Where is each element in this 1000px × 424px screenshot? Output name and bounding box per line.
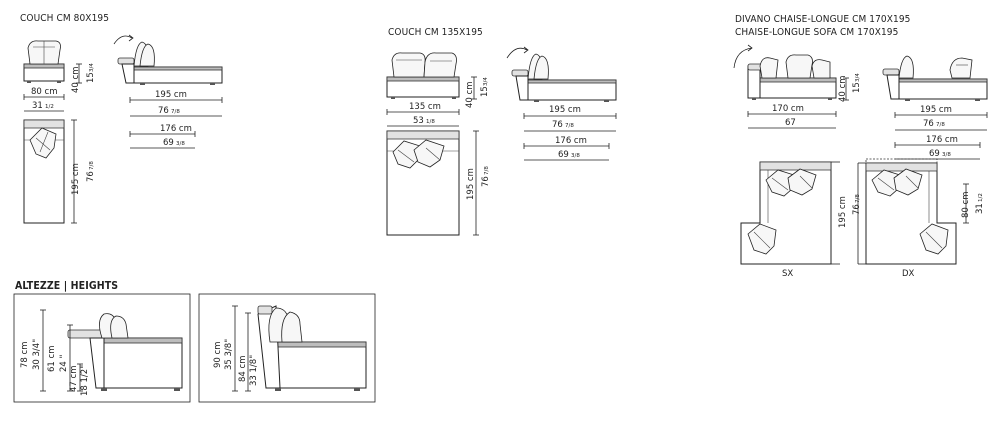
heights-left-back-cm: 61 cm [47, 346, 57, 372]
couch-80-side-length-cm: 195 cm [155, 90, 187, 100]
couch-135-plan-length-in-frac: 7/8 [484, 166, 490, 175]
couch-135-side-length-cm: 195 cm [549, 105, 581, 115]
chaise-plan-view-dx [857, 158, 969, 265]
couch-135-front-height-in-frac: 3/4 [483, 77, 489, 86]
chaise-plan-depth-cm: 80 cm [961, 192, 971, 218]
chaise-plan-length-in: 76 [852, 204, 862, 215]
chaise-plan-label-sx: SX [782, 269, 793, 279]
chaise-front-width-in: 67 [785, 118, 796, 128]
couch-135-side-view [506, 46, 617, 161]
heights-left-seat-in: 18 1/2" [80, 365, 90, 396]
title-chaise-en: CHAISE-LONGUE SOFA CM 170X195 [735, 27, 899, 38]
title-couch-135: COUCH CM 135X195 [388, 27, 483, 38]
couch-135-side-length-in-frac: 7/8 [565, 123, 574, 129]
heights-right-total-cm: 90 cm [213, 342, 223, 368]
couch-135-side-total-in-frac: 3/8 [571, 153, 580, 159]
couch-80-side-length-in: 76 [158, 106, 169, 116]
couch-80-side-total-in-frac: 3/8 [176, 141, 185, 147]
couch-80-side-view [113, 34, 223, 149]
title-heights: ALTEZZE | HEIGHTS [15, 280, 119, 292]
couch-80-side-total-cm: 176 cm [160, 124, 192, 134]
chaise-plan-depth-in-frac: 1/2 [978, 193, 984, 202]
couch-80-front-height-in-frac: 3/4 [89, 63, 95, 72]
heights-left-panel [13, 293, 191, 403]
title-chaise-it: DIVANO CHAISE-LONGUE CM 170X195 [735, 14, 911, 25]
couch-80-plan-length-in: 76 [86, 171, 96, 182]
couch-135-front-width-in: 53 [413, 116, 424, 126]
heights-right-total-in: 35 3/8" [224, 339, 234, 370]
heights-right-back-in: 33 1/8" [249, 355, 259, 386]
heights-right-back-cm: 84 cm [238, 356, 248, 382]
couch-80-front-width-in: 31 [32, 101, 43, 111]
chaise-plan-label-dx: DX [902, 269, 915, 279]
couch-135-front-width-in-frac: 1/8 [426, 119, 435, 125]
couch-135-front-height-cm: 40 cm [465, 82, 475, 108]
couch-135-front-width-cm: 135 cm [409, 102, 441, 112]
chaise-front-height-in-frac: 3/4 [855, 73, 861, 82]
chaise-plan-depth-in: 31 [975, 203, 985, 214]
couch-80-plan-length-in-frac: 7/8 [89, 161, 95, 170]
heights-left-back-in: 24 " [59, 354, 69, 372]
couch-80-front-height-in: 15 [86, 72, 96, 83]
couch-80-plan-view [23, 119, 77, 224]
chaise-side-total-in-frac: 3/8 [942, 152, 951, 158]
chaise-front-width-cm: 170 cm [772, 104, 804, 114]
chaise-front-height-in: 15 [852, 82, 862, 93]
couch-135-plan-length-in: 76 [481, 176, 491, 187]
couch-80-plan-length-cm: 195 cm [71, 163, 81, 195]
heights-left-total-cm: 78 cm [20, 342, 30, 368]
heights-right-panel [198, 293, 376, 403]
chaise-front-view [733, 44, 849, 129]
chaise-plan-view-sx [740, 161, 840, 265]
chaise-side-length-in-frac: 7/8 [936, 122, 945, 128]
chaise-side-length-in: 76 [923, 119, 934, 129]
chaise-side-length-cm: 195 cm [920, 105, 952, 115]
couch-135-side-length-in: 76 [552, 120, 563, 130]
heights-left-total-in: 30 3/4" [32, 339, 42, 370]
couch-80-side-total-in: 69 [163, 138, 174, 148]
title-couch-80: COUCH CM 80X195 [20, 13, 110, 24]
couch-80-front-height-cm: 40 cm [71, 67, 81, 93]
couch-135-front-height-in: 15 [480, 86, 490, 97]
couch-135-plan-length-cm: 195 cm [466, 168, 476, 200]
couch-135-side-total-in: 69 [558, 150, 569, 160]
couch-80-front-view [23, 40, 82, 112]
chaise-plan-length-cm: 195 cm [838, 196, 848, 228]
heights-left-seat-cm: 47 cm [69, 366, 79, 392]
couch-80-front-width-cm: 80 cm [31, 87, 57, 97]
couch-80-front-width-in-frac: 1/2 [45, 104, 54, 110]
couch-80-side-length-in-frac: 7/8 [171, 109, 180, 115]
chaise-side-view [882, 55, 988, 160]
chaise-side-total-cm: 176 cm [926, 135, 958, 145]
chaise-front-height-cm: 40 cm [838, 76, 848, 102]
chaise-side-total-in: 69 [929, 149, 940, 159]
couch-135-front-view [386, 52, 477, 127]
couch-135-plan-view [386, 130, 479, 236]
couch-135-side-total-cm: 176 cm [555, 136, 587, 146]
